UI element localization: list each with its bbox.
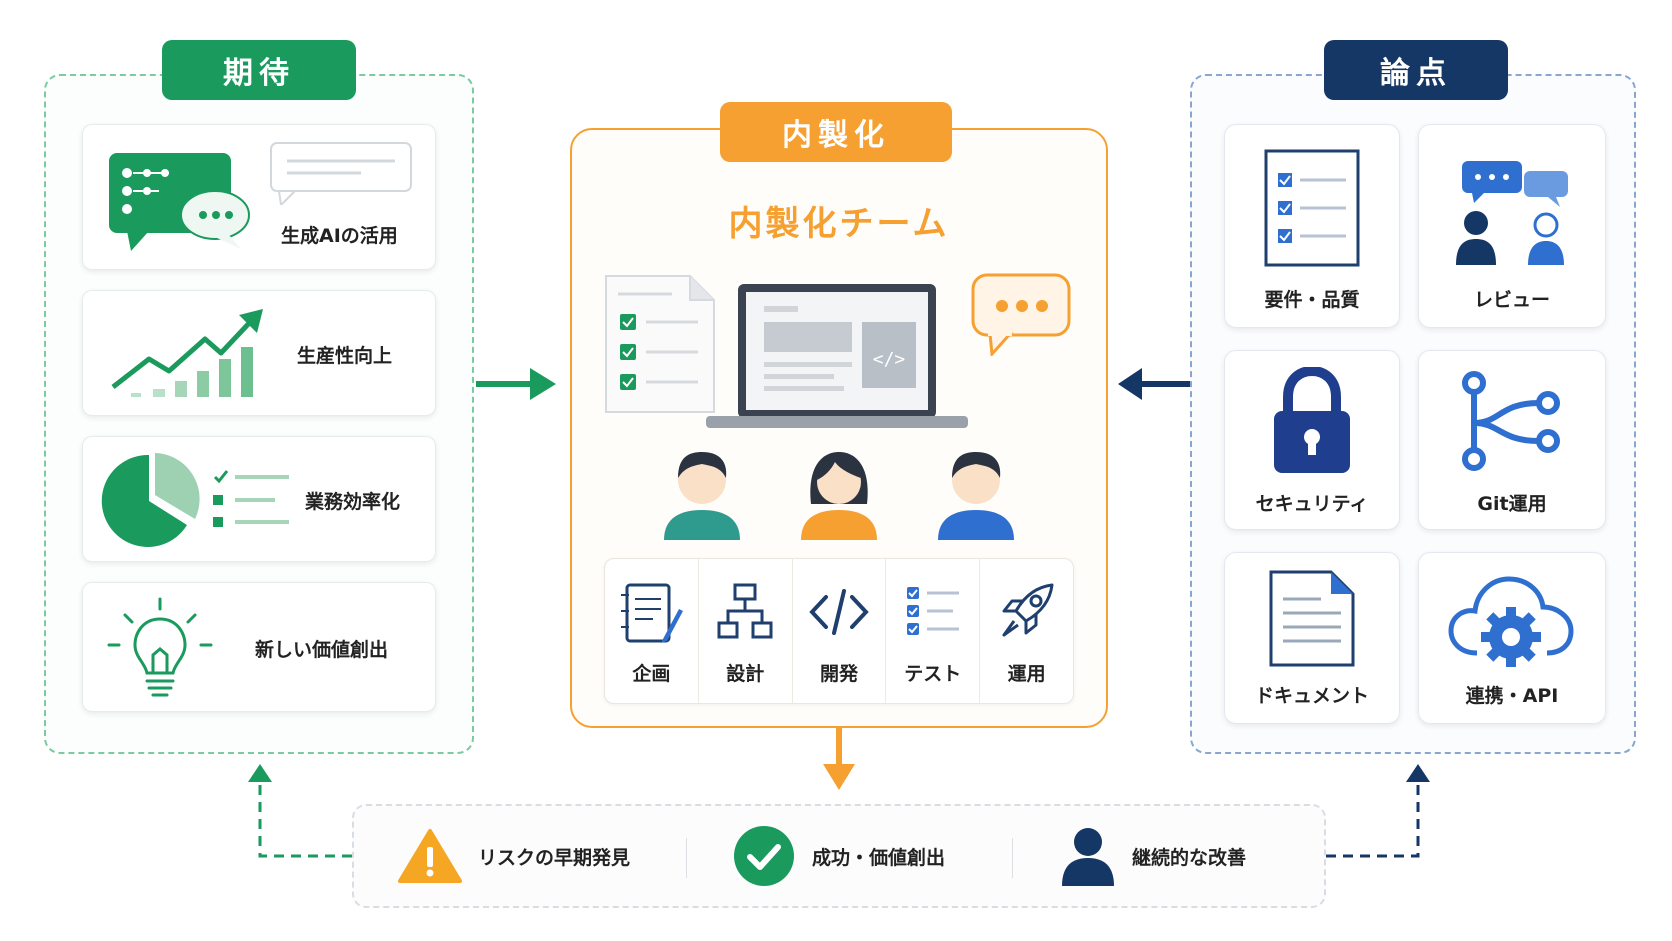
outcome-risk-detection: リスクの早期発見 [398,806,630,906]
arrow-down-icon [823,764,855,790]
review-people-icon [1456,161,1568,265]
outcome-label: 継続的な改善 [1132,846,1247,869]
issue-card-security: セキュリティ [1224,350,1400,530]
expectations-tag: 期待 [162,40,356,100]
step-label: 企画 [632,663,671,685]
issue-label: 連携・API [1465,685,1559,707]
issue-label: レビュー [1473,289,1550,311]
arrow-right-icon [530,368,556,400]
team-title: 内製化チーム [728,204,950,244]
lightbulb-icon [107,597,213,697]
expectation-card-productivity: 生産性向上 [82,290,436,416]
issue-label: 要件・品質 [1264,289,1360,311]
issue-card-requirements: 要件・品質 [1224,124,1400,328]
test-checklist-icon [906,587,959,635]
speech-bubble-icon [270,142,412,205]
arrow-left-icon [1118,368,1142,400]
step-development: 開発 [793,559,887,703]
insourcing-tag: 内製化 [720,102,952,162]
checklist-document-icon [605,275,715,413]
issue-card-api: 連携・API [1418,552,1606,724]
issue-card-review: レビュー [1418,124,1606,328]
process-steps: 企画 設計 開発 [604,558,1074,704]
step-label: 開発 [819,663,858,685]
lock-icon [1274,367,1350,473]
step-testing: テスト [886,559,981,703]
step-operation: 運用 [980,559,1073,703]
expectation-label: 生成AIの活用 [281,225,398,247]
divider [686,838,687,878]
step-design: 設計 [699,559,793,703]
issue-label: ドキュメント [1254,685,1369,707]
arrow-up-icon [248,764,272,782]
pie-chart-icon [101,453,289,547]
expectation-label: 新しい価値創出 [255,639,389,661]
step-label: 運用 [1007,663,1046,685]
issue-label: セキュリティ [1255,493,1369,515]
document-icon [1269,570,1355,667]
expectation-card-efficiency: 業務効率化 [82,436,436,562]
divider [1012,838,1013,878]
check-circle-icon [734,826,794,886]
issue-card-git: Git運用 [1418,350,1606,530]
expectation-card-genai: 生成AIの活用 [82,124,436,270]
issues-tag: 論点 [1324,40,1508,100]
outcomes-bar: リスクの早期発見 成功・価値創出 継続的な改善 [352,804,1326,908]
member-avatar-icon [938,452,1014,540]
outcome-label: 成功・価値創出 [812,846,946,869]
expectation-card-value: 新しい価値創出 [82,582,436,712]
rocket-icon [1002,583,1054,637]
warning-icon [398,829,462,883]
issue-label: Git運用 [1477,493,1547,515]
outcome-label: リスクの早期発見 [478,846,631,869]
hierarchy-icon [717,583,773,639]
code-icon [809,589,869,635]
notebook-pen-icon [621,583,684,643]
outcome-improvement: 継続的な改善 [1060,806,1246,906]
chat-ai-icon [109,153,250,251]
member-avatar-icon [664,452,740,540]
outcome-success: 成功・価値創出 [732,806,945,906]
step-label: テスト [904,663,962,685]
git-branch-icon [1462,371,1560,471]
chat-bubble-icon [971,273,1071,356]
step-label: 設計 [726,663,765,685]
requirements-checklist-icon [1264,149,1360,267]
step-planning: 企画 [605,559,699,703]
expectation-label: 業務効率化 [305,491,401,513]
svg-text:</>: </> [873,349,906,370]
arrow-up-icon [1406,764,1430,782]
cloud-gear-icon [1448,576,1574,667]
growth-chart-icon [111,309,263,397]
issue-card-documents: ドキュメント [1224,552,1400,724]
member-avatar-icon [801,452,877,540]
expectation-label: 生産性向上 [297,345,393,367]
laptop-icon: </> [706,284,968,428]
user-icon [1062,828,1114,886]
